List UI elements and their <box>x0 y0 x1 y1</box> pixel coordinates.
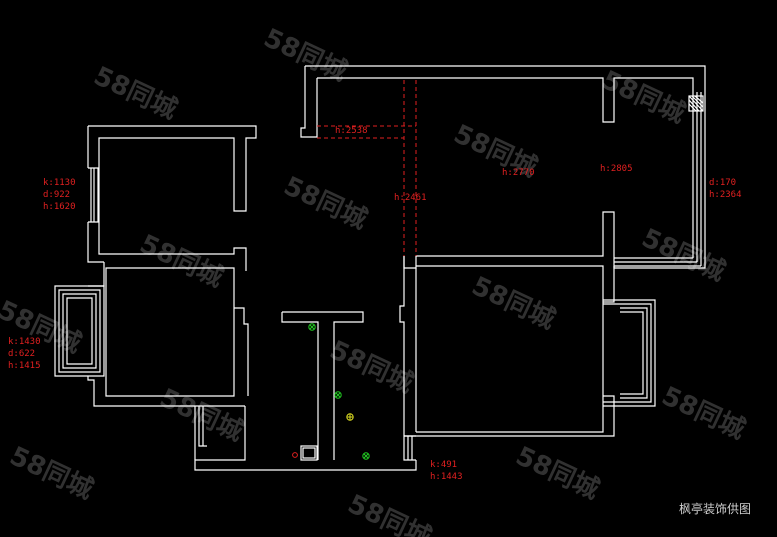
dim-left-bay-d: d:622 <box>8 349 35 359</box>
credit-text: 枫亭装饰供图 <box>678 502 751 516</box>
wall-left-bedroom-upper <box>88 262 105 287</box>
bay-window-right <box>603 299 656 407</box>
outlet-icon <box>308 323 316 331</box>
outlet-icon <box>334 391 342 399</box>
fixtures <box>292 323 370 460</box>
wall-bedroom-top-left-west <box>87 126 104 263</box>
balcony-rail-lines <box>614 257 701 267</box>
dim-bottom-right-h: h:1443 <box>430 472 463 482</box>
watermark: 58同城 <box>5 441 98 505</box>
watermark: 58同城 <box>637 223 730 287</box>
balcony-rail-vertical <box>696 92 702 266</box>
door-bottom-right <box>403 436 416 461</box>
light-icon <box>346 413 354 421</box>
dim-right-balcony-d: d:170 <box>709 178 736 188</box>
dim-top-right: h:2805 <box>600 164 633 174</box>
beam-vertical <box>403 80 417 256</box>
watermark: 58同城 <box>657 381 750 445</box>
watermark: 58同城 <box>511 441 604 505</box>
wall-right-bedroom-west <box>399 256 417 437</box>
dim-left-bay-k: k:1430 <box>8 337 41 347</box>
dim-right-balcony-h: h:2364 <box>709 190 742 200</box>
wall-t-partition <box>281 311 364 460</box>
dim-top-left-window-d: d:922 <box>43 190 70 200</box>
wall-top-left-jamb <box>300 66 318 138</box>
watermark: 58同城 <box>279 171 372 235</box>
dim-top-beam: h:2538 <box>335 126 368 136</box>
dimension-labels: k:1130 d:922 h:1620 k:1430 d:622 h:1415 … <box>8 126 742 482</box>
column-hatch-lines <box>688 95 704 112</box>
walls <box>54 65 706 471</box>
watermark: 58同城 <box>467 271 560 335</box>
dim-top-left-window-k: k:1130 <box>43 178 76 188</box>
beam-lines <box>317 80 417 256</box>
bay-window-left <box>54 285 105 377</box>
watermark: 58同城 <box>343 489 436 537</box>
wall-right-bedroom-north <box>603 266 615 303</box>
watermark-layer: 58同城 58同城 58同城 58同城 58同城 58同城 58同城 58同城 … <box>0 23 750 537</box>
watermark: 58同城 <box>135 229 228 293</box>
window-bottom-left <box>194 406 207 460</box>
drain-icon <box>292 452 298 458</box>
dim-bottom-right-k: k:491 <box>430 460 457 470</box>
dim-left-bay-h: h:1415 <box>8 361 41 371</box>
room-right-bedroom <box>416 265 604 433</box>
wall-left-bedroom-south <box>87 376 245 407</box>
wall-left-bedroom-east <box>234 307 249 396</box>
wall-bottom-corridor <box>194 406 417 471</box>
dim-top-left-window-h: h:1620 <box>43 202 76 212</box>
dim-center-vertical: h:2461 <box>394 193 427 203</box>
watermark: 58同城 <box>89 61 182 125</box>
room-left-bedroom <box>105 267 235 397</box>
window-top-left <box>88 167 99 223</box>
wall-right-bedroom-south <box>404 395 615 437</box>
fixture-box <box>300 445 318 461</box>
watermark: 58同城 <box>597 65 690 129</box>
wall-bedroom-top-left <box>88 125 257 271</box>
beam-horizontal <box>317 125 416 139</box>
wall-top-block-outer <box>305 65 706 269</box>
fixture-box-inner <box>302 447 316 459</box>
outlet-icon <box>362 452 370 460</box>
wall-top-block-inner <box>317 77 694 258</box>
dim-top-center: h:2770 <box>502 168 535 178</box>
